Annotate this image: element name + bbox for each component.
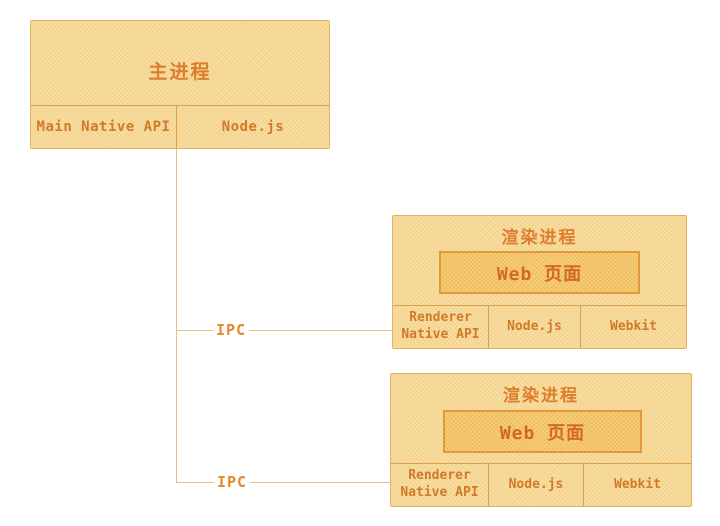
main-process-title: 主进程 bbox=[148, 61, 212, 83]
main-process-box: 主进程 Main Native API Node.js bbox=[30, 20, 330, 149]
renderer-process-title: 渲染进程 bbox=[501, 228, 578, 248]
renderer-cells: Renderer Native API Node.js Webkit bbox=[393, 305, 686, 348]
main-nodejs-cell: Node.js bbox=[221, 119, 285, 135]
renderer-webkit-cell: Webkit bbox=[614, 476, 661, 492]
renderer-nodejs-cell: Node.js bbox=[489, 306, 581, 348]
renderer-process-box-2: 渲染进程 Web 页面 Renderer Native API Node.js … bbox=[390, 373, 692, 507]
ipc-line-horizontal-1 bbox=[176, 330, 392, 331]
renderer-native-api-cell: Renderer Native API bbox=[393, 306, 489, 348]
ipc-label-2: IPC bbox=[213, 473, 251, 491]
renderer-process-title: 渲染进程 bbox=[503, 386, 579, 406]
renderer-webkit-cell: Webkit bbox=[610, 318, 657, 334]
web-page-box: Web 页面 bbox=[443, 410, 642, 453]
renderer-cells: Renderer Native API Node.js Webkit bbox=[391, 463, 691, 506]
ipc-line-horizontal-2 bbox=[176, 482, 390, 483]
ipc-line-vertical bbox=[176, 149, 177, 483]
web-page-box: Web 页面 bbox=[439, 251, 640, 294]
renderer-nodejs-cell: Node.js bbox=[489, 464, 584, 506]
renderer-process-box-1: 渲染进程 Web 页面 Renderer Native API Node.js … bbox=[392, 215, 687, 349]
main-native-api-cell: Main Native API bbox=[31, 106, 177, 148]
ipc-label-1: IPC bbox=[212, 321, 250, 339]
renderer-native-api-cell: Renderer Native API bbox=[391, 464, 489, 506]
main-process-cells: Main Native API Node.js bbox=[31, 105, 329, 148]
